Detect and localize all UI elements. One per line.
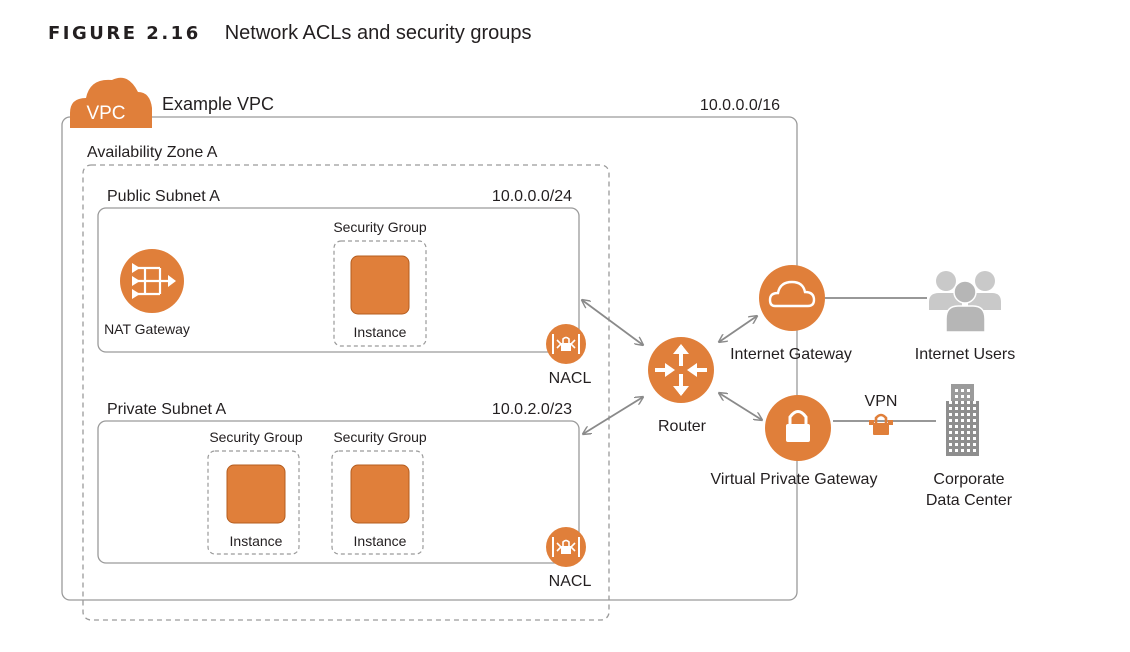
private-security-group-1-label: Security Group [209, 429, 303, 445]
vpn-icon [869, 413, 893, 435]
private-instance-2-label: Instance [354, 533, 407, 549]
vpc-boundary [61, 116, 798, 601]
vpc-cidr: 10.0.0.0/16 [700, 97, 780, 114]
instance-icon [350, 464, 410, 524]
figure-caption: Network ACLs and security groups [224, 22, 532, 44]
public-subnet-label: Public Subnet A [107, 188, 220, 205]
public-security-group-label: Security Group [333, 219, 427, 235]
private-subnet-label: Private Subnet A [107, 401, 227, 418]
internet-users-label: Internet Users [915, 346, 1015, 363]
corporate-label-line2: Data Center [926, 492, 1013, 509]
public-nacl-label: NACL [549, 370, 592, 387]
private-subnet-boundary [97, 420, 580, 564]
virtual-private-gateway-label: Virtual Private Gateway [711, 471, 878, 488]
private-instance-1-label: Instance [230, 533, 283, 549]
private-security-group-2-label: Security Group [333, 429, 427, 445]
vpc-cloud-icon: VPC [70, 77, 152, 128]
private-nacl-label: NACL [549, 573, 592, 590]
arrow-router-igw [719, 316, 757, 342]
public-subnet-cidr: 10.0.0.0/24 [492, 188, 572, 205]
internet-gateway-label: Internet Gateway [730, 346, 852, 363]
availability-zone-boundary [82, 164, 610, 621]
nat-gateway-label: NAT Gateway [104, 321, 190, 337]
internet-gateway-icon [759, 265, 825, 331]
private-security-group-1 [207, 450, 300, 555]
virtual-private-gateway-icon [765, 395, 831, 461]
figure-number: FIGURE 2.16 [48, 23, 201, 44]
vpn-label: VPN [865, 393, 898, 410]
instance-icon [350, 255, 410, 315]
public-security-group [333, 240, 427, 347]
arrow-private-router [583, 397, 643, 434]
arrow-router-vgw [719, 393, 762, 420]
vpc-badge: VPC [86, 103, 125, 124]
nacl-icon [546, 527, 586, 567]
arrow-public-router [582, 300, 643, 345]
users-icon [929, 271, 1001, 333]
figure-title: FIGURE 2.16 Network ACLs and security gro… [48, 22, 532, 45]
nat-gateway-icon [120, 249, 184, 313]
private-security-group-2 [331, 450, 424, 555]
private-subnet-cidr: 10.0.2.0/23 [492, 401, 572, 418]
router-icon [648, 337, 714, 403]
nacl-icon [546, 324, 586, 364]
corporate-label-line1: Corporate [933, 471, 1004, 488]
public-subnet-boundary [97, 207, 580, 353]
instance-icon [226, 464, 286, 524]
vpc-title: Example VPC [162, 94, 274, 114]
lock-icon [786, 424, 810, 442]
router-label: Router [658, 418, 707, 435]
availability-zone-label: Availability Zone A [87, 144, 218, 161]
building-icon [946, 384, 979, 456]
public-instance-label: Instance [354, 324, 407, 340]
